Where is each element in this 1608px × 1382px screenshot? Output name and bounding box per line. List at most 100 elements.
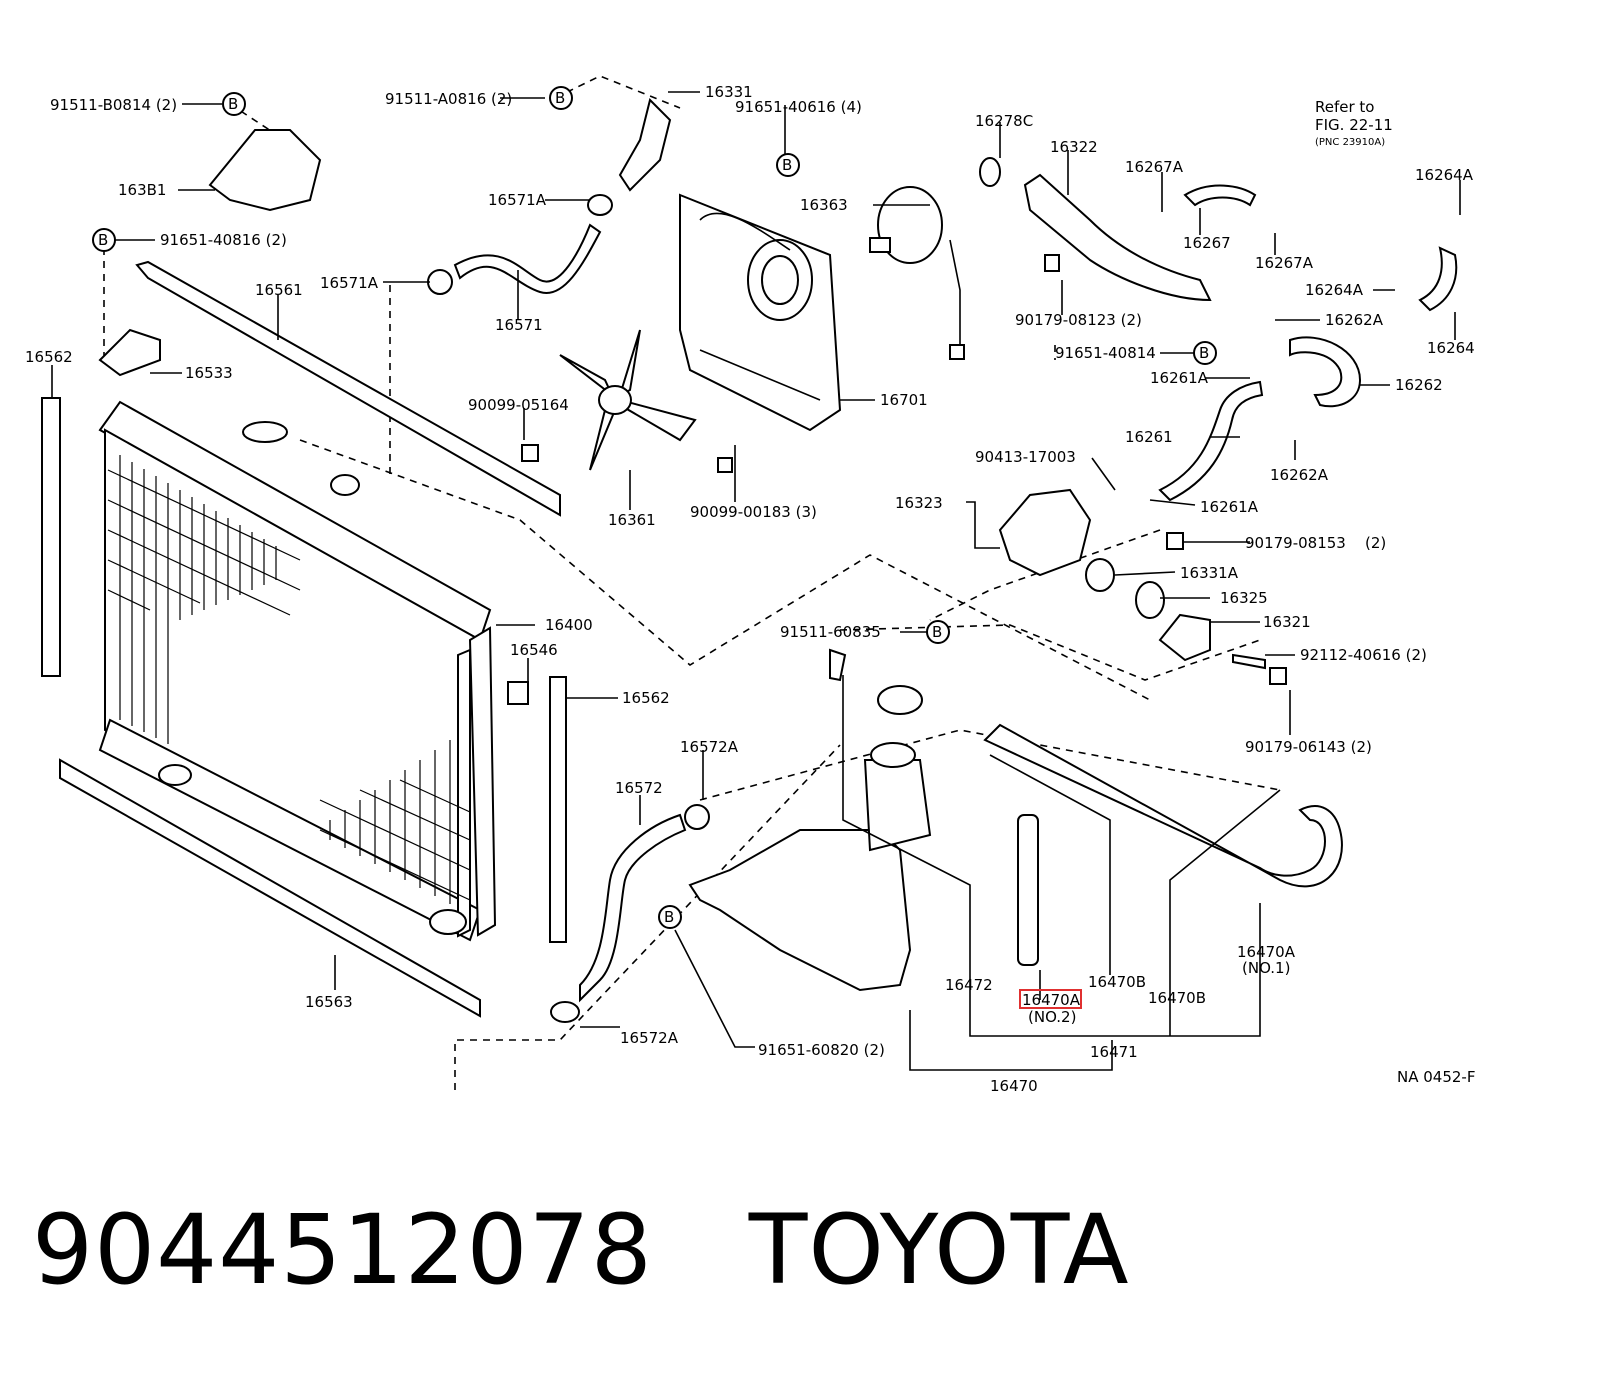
fan-shroud [679, 193, 842, 432]
b-markers: B B B B B B B [92, 86, 1217, 929]
bracket-163B1 [208, 129, 322, 212]
label-na-0452-f: NA 0452-F [1397, 1068, 1475, 1086]
label-90179-08153-qty: (2) [1365, 534, 1386, 552]
label-90099-00183: 90099-00183 (3) [690, 503, 817, 521]
label-16470B-b: 16470B [1148, 989, 1206, 1007]
label-16562-mid: 16562 [622, 689, 670, 707]
inlet-16321 [1158, 613, 1211, 662]
label-16331A: 16331A [1180, 564, 1239, 582]
bracket-16533 [98, 328, 161, 377]
seal-16562-left [41, 397, 61, 677]
hose-16262 [1289, 336, 1362, 408]
leader-lines [51, 91, 1461, 1071]
label-16572A-top: 16572A [680, 738, 739, 756]
gasket-16325 [1135, 581, 1165, 619]
seal-16563 [59, 758, 481, 1018]
hose-16261 [1158, 380, 1264, 502]
label-16470A-no1: 16470A [1237, 943, 1296, 961]
label-91651-40616: 91651-40616 (4) [735, 98, 862, 116]
b-marker-5: B [1199, 344, 1209, 362]
label-16321: 16321 [1263, 613, 1311, 631]
part-labels: 91511-B0814 (2) 91511-A0816 (2) 16331 91… [25, 83, 1475, 1095]
label-16264A-top: 16264A [1415, 166, 1474, 184]
label-16572A-bot: 16572A [620, 1029, 679, 1047]
thermostat-16331A [1085, 558, 1115, 592]
label-90179-06143: 90179-06143 (2) [1245, 738, 1372, 756]
label-163B1: 163B1 [118, 181, 166, 199]
label-16470B-a: 16470B [1088, 973, 1146, 991]
label-16533: 16533 [185, 364, 233, 382]
label-16572: 16572 [615, 779, 663, 797]
label-16546: 16546 [510, 641, 558, 659]
nut-90179-08153 [1166, 532, 1184, 550]
label-90179-08123: 90179-08123 (2) [1015, 311, 1142, 329]
thermostat-housing-16323 [998, 488, 1092, 577]
label-16400: 16400 [545, 616, 593, 634]
label-16322: 16322 [1050, 138, 1098, 156]
b-marker-7: B [664, 908, 674, 926]
clamp-16572A-top [684, 804, 710, 830]
brand-name: TOYOTA [748, 1194, 1130, 1306]
caption: 9044512078 TOYOTA [32, 1195, 1130, 1305]
label-16562-left: 16562 [25, 348, 73, 366]
pad-16546 [507, 681, 529, 705]
label-16262A-top: 16262A [1325, 311, 1384, 329]
label-16267: 16267 [1183, 234, 1231, 252]
label-16278C: 16278C [975, 112, 1033, 130]
label-16331: 16331 [705, 83, 753, 101]
hose-16470A-no2 [1017, 814, 1039, 966]
label-16261A-top: 16261A [1150, 369, 1209, 387]
label-16701: 16701 [880, 391, 928, 409]
b-marker-4: B [98, 231, 108, 249]
label-91651-60820: 91651-60820 (2) [758, 1041, 885, 1059]
label-no1: (NO.1) [1242, 959, 1290, 977]
radiator [98, 400, 497, 942]
hose-16267 [1183, 184, 1257, 207]
outlet-16331 [618, 98, 672, 192]
hose-16572 [579, 813, 687, 1003]
label-91511-B0814: 91511-B0814 (2) [50, 96, 177, 114]
label-16363: 16363 [800, 196, 848, 214]
label-16325: 16325 [1220, 589, 1268, 607]
label-90179-08153: 90179-08153 [1245, 534, 1346, 552]
refer-line-1: Refer to [1315, 98, 1374, 116]
label-16571: 16571 [495, 316, 543, 334]
label-91511-60835: 91511-60835 [780, 623, 881, 641]
label-16264: 16264 [1427, 339, 1475, 357]
label-91651-40816: 91651-40816 (2) [160, 231, 287, 249]
b-marker-2: B [555, 89, 565, 107]
clamp-16571A-mid [427, 269, 453, 295]
label-16267A-top: 16267A [1125, 158, 1184, 176]
bolt-90099-05164 [521, 444, 539, 462]
nut-90179-08123 [1044, 254, 1060, 272]
b-marker-6: B [932, 623, 942, 641]
reserve-tank [688, 648, 932, 992]
label-91651-40814: 91651-40814 [1055, 344, 1156, 362]
gasket-16278C [979, 157, 1001, 187]
label-16571A-top: 16571A [488, 191, 547, 209]
b-marker-1: B [228, 95, 238, 113]
label-16470: 16470 [990, 1077, 1038, 1095]
label-90413-17003: 90413-17003 [975, 448, 1076, 466]
part-number: 9044512078 [32, 1194, 653, 1306]
label-16323: 16323 [895, 494, 943, 512]
label-16262: 16262 [1395, 376, 1443, 394]
label-91511-A0816: 91511-A0816 (2) [385, 90, 512, 108]
label-90099-05164: 90099-05164 [468, 396, 569, 414]
refer-line-3: (PNC 23910A) [1315, 137, 1385, 148]
radiator-core-fins [107, 455, 471, 904]
label-16561: 16561 [255, 281, 303, 299]
refer-line-2: FIG. 22-11 [1315, 116, 1393, 134]
label-16470A-no2: 16470A [1022, 991, 1081, 1009]
label-16262A-bot: 16262A [1270, 466, 1329, 484]
pipe-16322 [1023, 173, 1212, 302]
hose-16470A-no1 [983, 723, 1343, 888]
label-16471: 16471 [1090, 1043, 1138, 1061]
nut-90179-06143 [1269, 667, 1287, 685]
fan-motor [869, 186, 965, 360]
label-16261: 16261 [1125, 428, 1173, 446]
label-16261A-bot: 16261A [1200, 498, 1259, 516]
label-16264A-mid: 16264A [1305, 281, 1364, 299]
highlight-box [1019, 989, 1082, 1009]
seal-16561 [135, 260, 561, 517]
